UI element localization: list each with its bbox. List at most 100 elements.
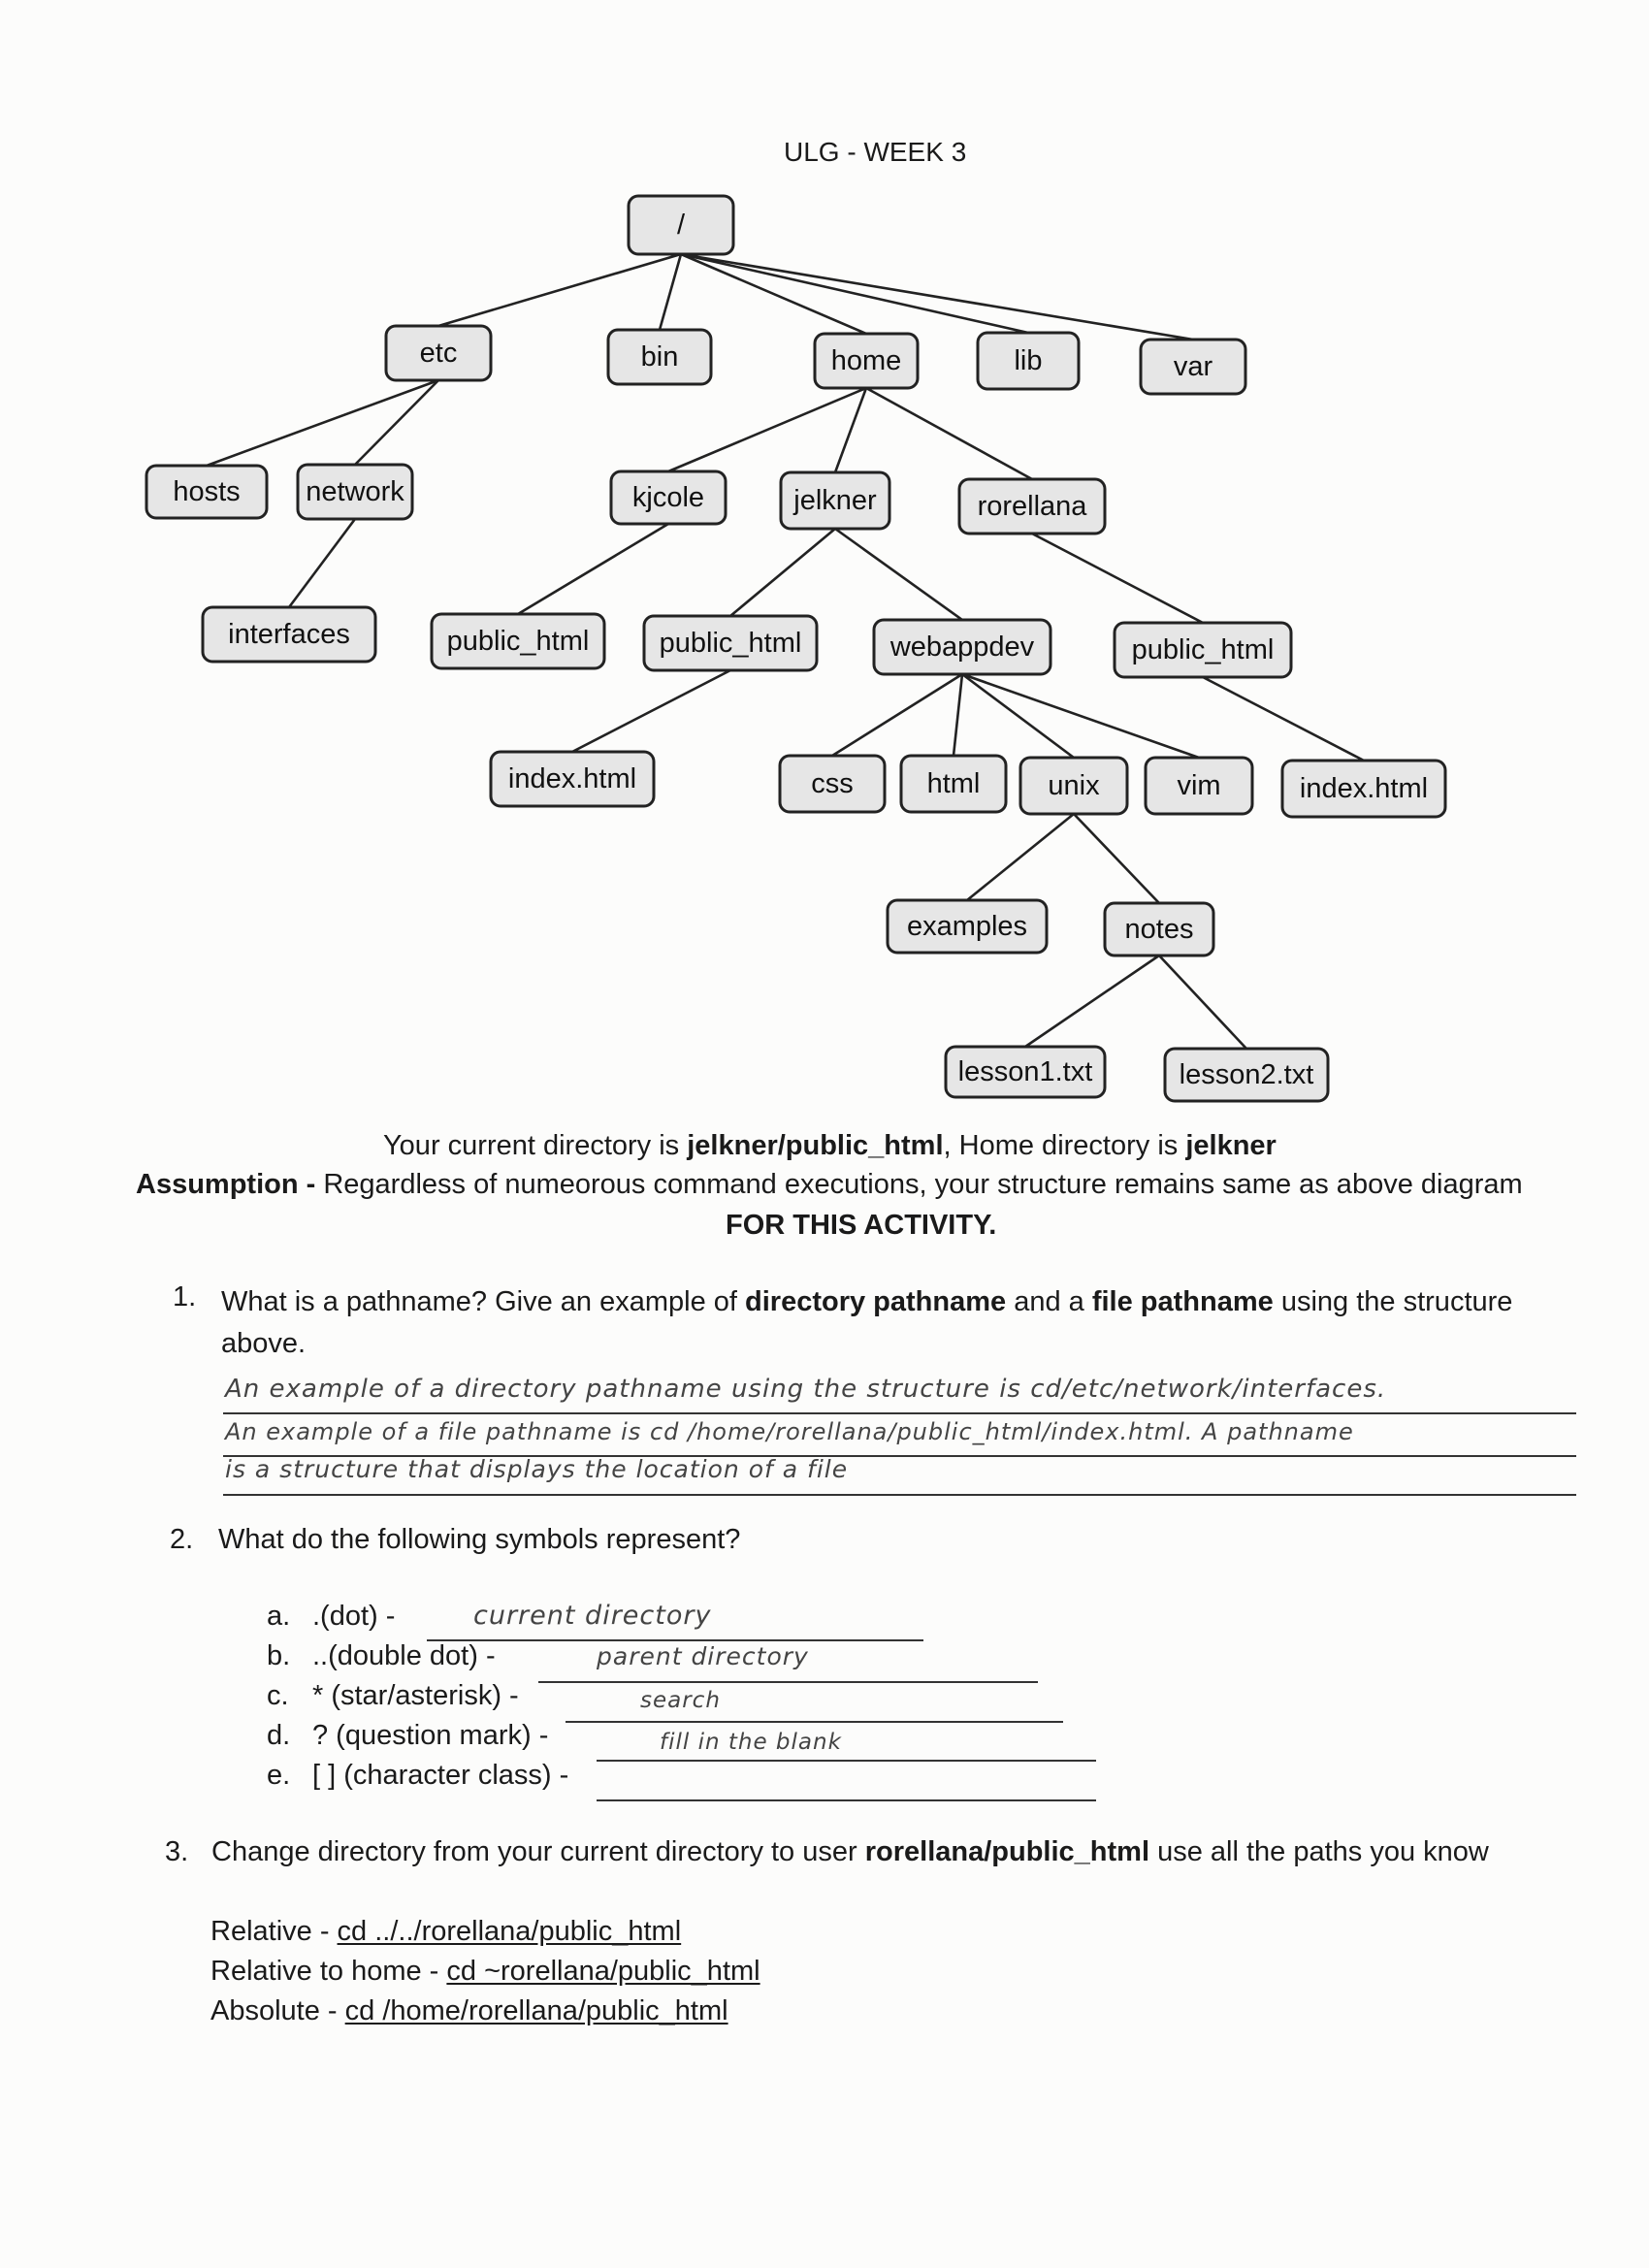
answer-rule: [427, 1639, 923, 1641]
tree-node-label: /: [677, 210, 686, 241]
tree-edge-home-jelkner: [833, 387, 868, 473]
tree-node-label: hosts: [173, 476, 240, 507]
tree-node-lib: lib: [976, 331, 1081, 391]
q1-directory-pathname: directory pathname: [745, 1286, 1007, 1317]
symbol-item-letter: d.: [267, 1720, 291, 1751]
tree-edge-webappdev-css: [831, 672, 963, 758]
tree-edge-webappdev-html: [952, 673, 964, 757]
q1-text-a: What is a pathname? Give an example of: [221, 1286, 746, 1317]
tree-node-box: [813, 332, 920, 390]
tree-node-ro-index: index.html: [1280, 759, 1447, 819]
tree-edge-rorellana-ro_public_html: [1031, 532, 1204, 625]
answer-rule: [223, 1494, 1576, 1496]
tree-node-box: [886, 898, 1049, 955]
tree-node-home: home: [813, 332, 920, 390]
question-2-text: What do the following symbols represent?: [218, 1524, 741, 1555]
tree-node-lesson1: lesson1.txt: [944, 1045, 1107, 1099]
tree-edge-unix-examples: [966, 812, 1075, 902]
tree-node-box: [899, 754, 1008, 814]
tree-node-kj-index: index.html: [489, 750, 656, 808]
tree-node-label: var: [1174, 351, 1213, 382]
q3-text-b: use all the paths you know: [1149, 1836, 1489, 1867]
q1-answer-line-1: An example of a directory pathname using…: [225, 1375, 1387, 1404]
tree-node-webappdev: webappdev: [872, 618, 1052, 676]
current-directory-statement: Your current directory is jelkner/public…: [383, 1130, 1277, 1162]
tree-edge-kjcole-kj_public_html: [517, 522, 669, 616]
answer-rule: [597, 1799, 1096, 1801]
tree-node-box: [944, 1045, 1107, 1099]
assumption-label: Assumption -: [136, 1169, 324, 1200]
tree-edge-root-bin: [658, 253, 683, 331]
tree-node-je-public-html: public_html: [642, 614, 819, 672]
tree-edge-network-interfaces: [287, 518, 357, 608]
tree-node-box: [384, 324, 493, 382]
symbol-asterisk-answer: search: [640, 1688, 721, 1713]
tree-edge-notes-lesson1: [1024, 954, 1160, 1049]
symbol-double-dot-label: ..(double dot) -: [312, 1640, 496, 1671]
tree-node-label: notes: [1125, 914, 1194, 945]
q1-answer-line-2: An example of a file pathname is cd /hom…: [225, 1418, 1354, 1445]
absolute-path-answer: Absolute - cd /home/rorellana/public_htm…: [210, 1995, 728, 2027]
relative-to-home-path-label: Relative to home -: [210, 1956, 447, 1987]
tree-node-unix: unix: [1018, 756, 1129, 816]
tree-node-box: [489, 750, 656, 808]
q3-text-a: Change directory from your current direc…: [211, 1836, 865, 1867]
question-3-text: Change directory from your current direc…: [211, 1836, 1489, 1868]
tree-node-label: public_html: [447, 626, 590, 657]
tree-node-box: [1280, 759, 1447, 819]
symbol-dot-label: .(dot) -: [312, 1601, 396, 1632]
tree-node-css: css: [778, 754, 887, 814]
tree-node-box: [957, 477, 1107, 535]
tree-node-network: network: [296, 463, 414, 521]
tree-node-label: vim: [1177, 770, 1220, 801]
tree-node-box: [609, 470, 728, 526]
tree-edge-notes-lesson2: [1158, 955, 1247, 1050]
tree-node-kjcole: kjcole: [609, 470, 728, 526]
symbol-item-letter: b.: [267, 1640, 291, 1671]
tree-edge-jelkner-je_public_html: [729, 528, 836, 617]
current-dir-value: jelkner/public_html: [687, 1130, 944, 1161]
answer-rule: [223, 1455, 1576, 1457]
absolute-path-value: cd /home/rorellana/public_html: [344, 1995, 728, 2026]
tree-node-jelkner: jelkner: [779, 470, 891, 531]
tree-node-label: interfaces: [228, 619, 350, 650]
tree-edge-ro_public_html-ro_index: [1202, 675, 1365, 762]
page-title: ULG - WEEK 3: [784, 137, 967, 167]
tree-node-label: html: [927, 768, 981, 799]
tree-node-label: rorellana: [978, 491, 1088, 522]
tree-edge-root-lib: [680, 252, 1029, 335]
tree-edge-jelkner-webappdev: [834, 527, 963, 622]
tree-node-lesson2: lesson2.txt: [1163, 1047, 1330, 1103]
q1-answer-line-3: is a structure that displays the locatio…: [225, 1455, 849, 1483]
tree-node-label: examples: [907, 911, 1027, 942]
relative-path-answer: Relative - cd ../../rorellana/public_htm…: [210, 1916, 681, 1948]
tree-node-box: [642, 614, 819, 672]
answer-rule: [223, 1412, 1576, 1414]
tree-node-kj-public-html: public_html: [430, 612, 606, 670]
tree-node-label: webappdev: [889, 632, 1035, 663]
tree-node-label: css: [811, 768, 854, 799]
activity-label: FOR THIS ACTIVITY.: [726, 1210, 997, 1241]
tree-node-etc: etc: [384, 324, 493, 382]
tree-node-label: jelkner: [792, 485, 877, 516]
tree-node-box: [201, 605, 377, 664]
symbol-item-letter: a.: [267, 1601, 291, 1632]
tree-edge-root-etc: [437, 252, 682, 328]
question-1-text: What is a pathname? Give an example of d…: [221, 1281, 1579, 1365]
relative-to-home-path-answer: Relative to home - cd ~rorellana/public_…: [210, 1956, 760, 1988]
tree-node-box: [1018, 756, 1129, 816]
tree-node-ro-public-html: public_html: [1113, 621, 1293, 679]
tree-node-bin: bin: [606, 328, 713, 386]
symbol-double-dot-answer: parent directory: [597, 1642, 809, 1670]
tree-node-label: public_html: [660, 628, 802, 659]
tree-node-box: [1163, 1047, 1330, 1103]
tree-node-box: [1144, 756, 1254, 816]
tree-edge-je_public_html-kj_index: [571, 668, 731, 754]
tree-node-box: [779, 470, 891, 531]
tree-edge-webappdev-unix: [961, 672, 1075, 760]
tree-node-box: [145, 464, 269, 520]
home-dir-prefix: , Home directory is: [943, 1130, 1186, 1161]
tree-node-box: [606, 328, 713, 386]
tree-node-label: lib: [1014, 345, 1042, 376]
